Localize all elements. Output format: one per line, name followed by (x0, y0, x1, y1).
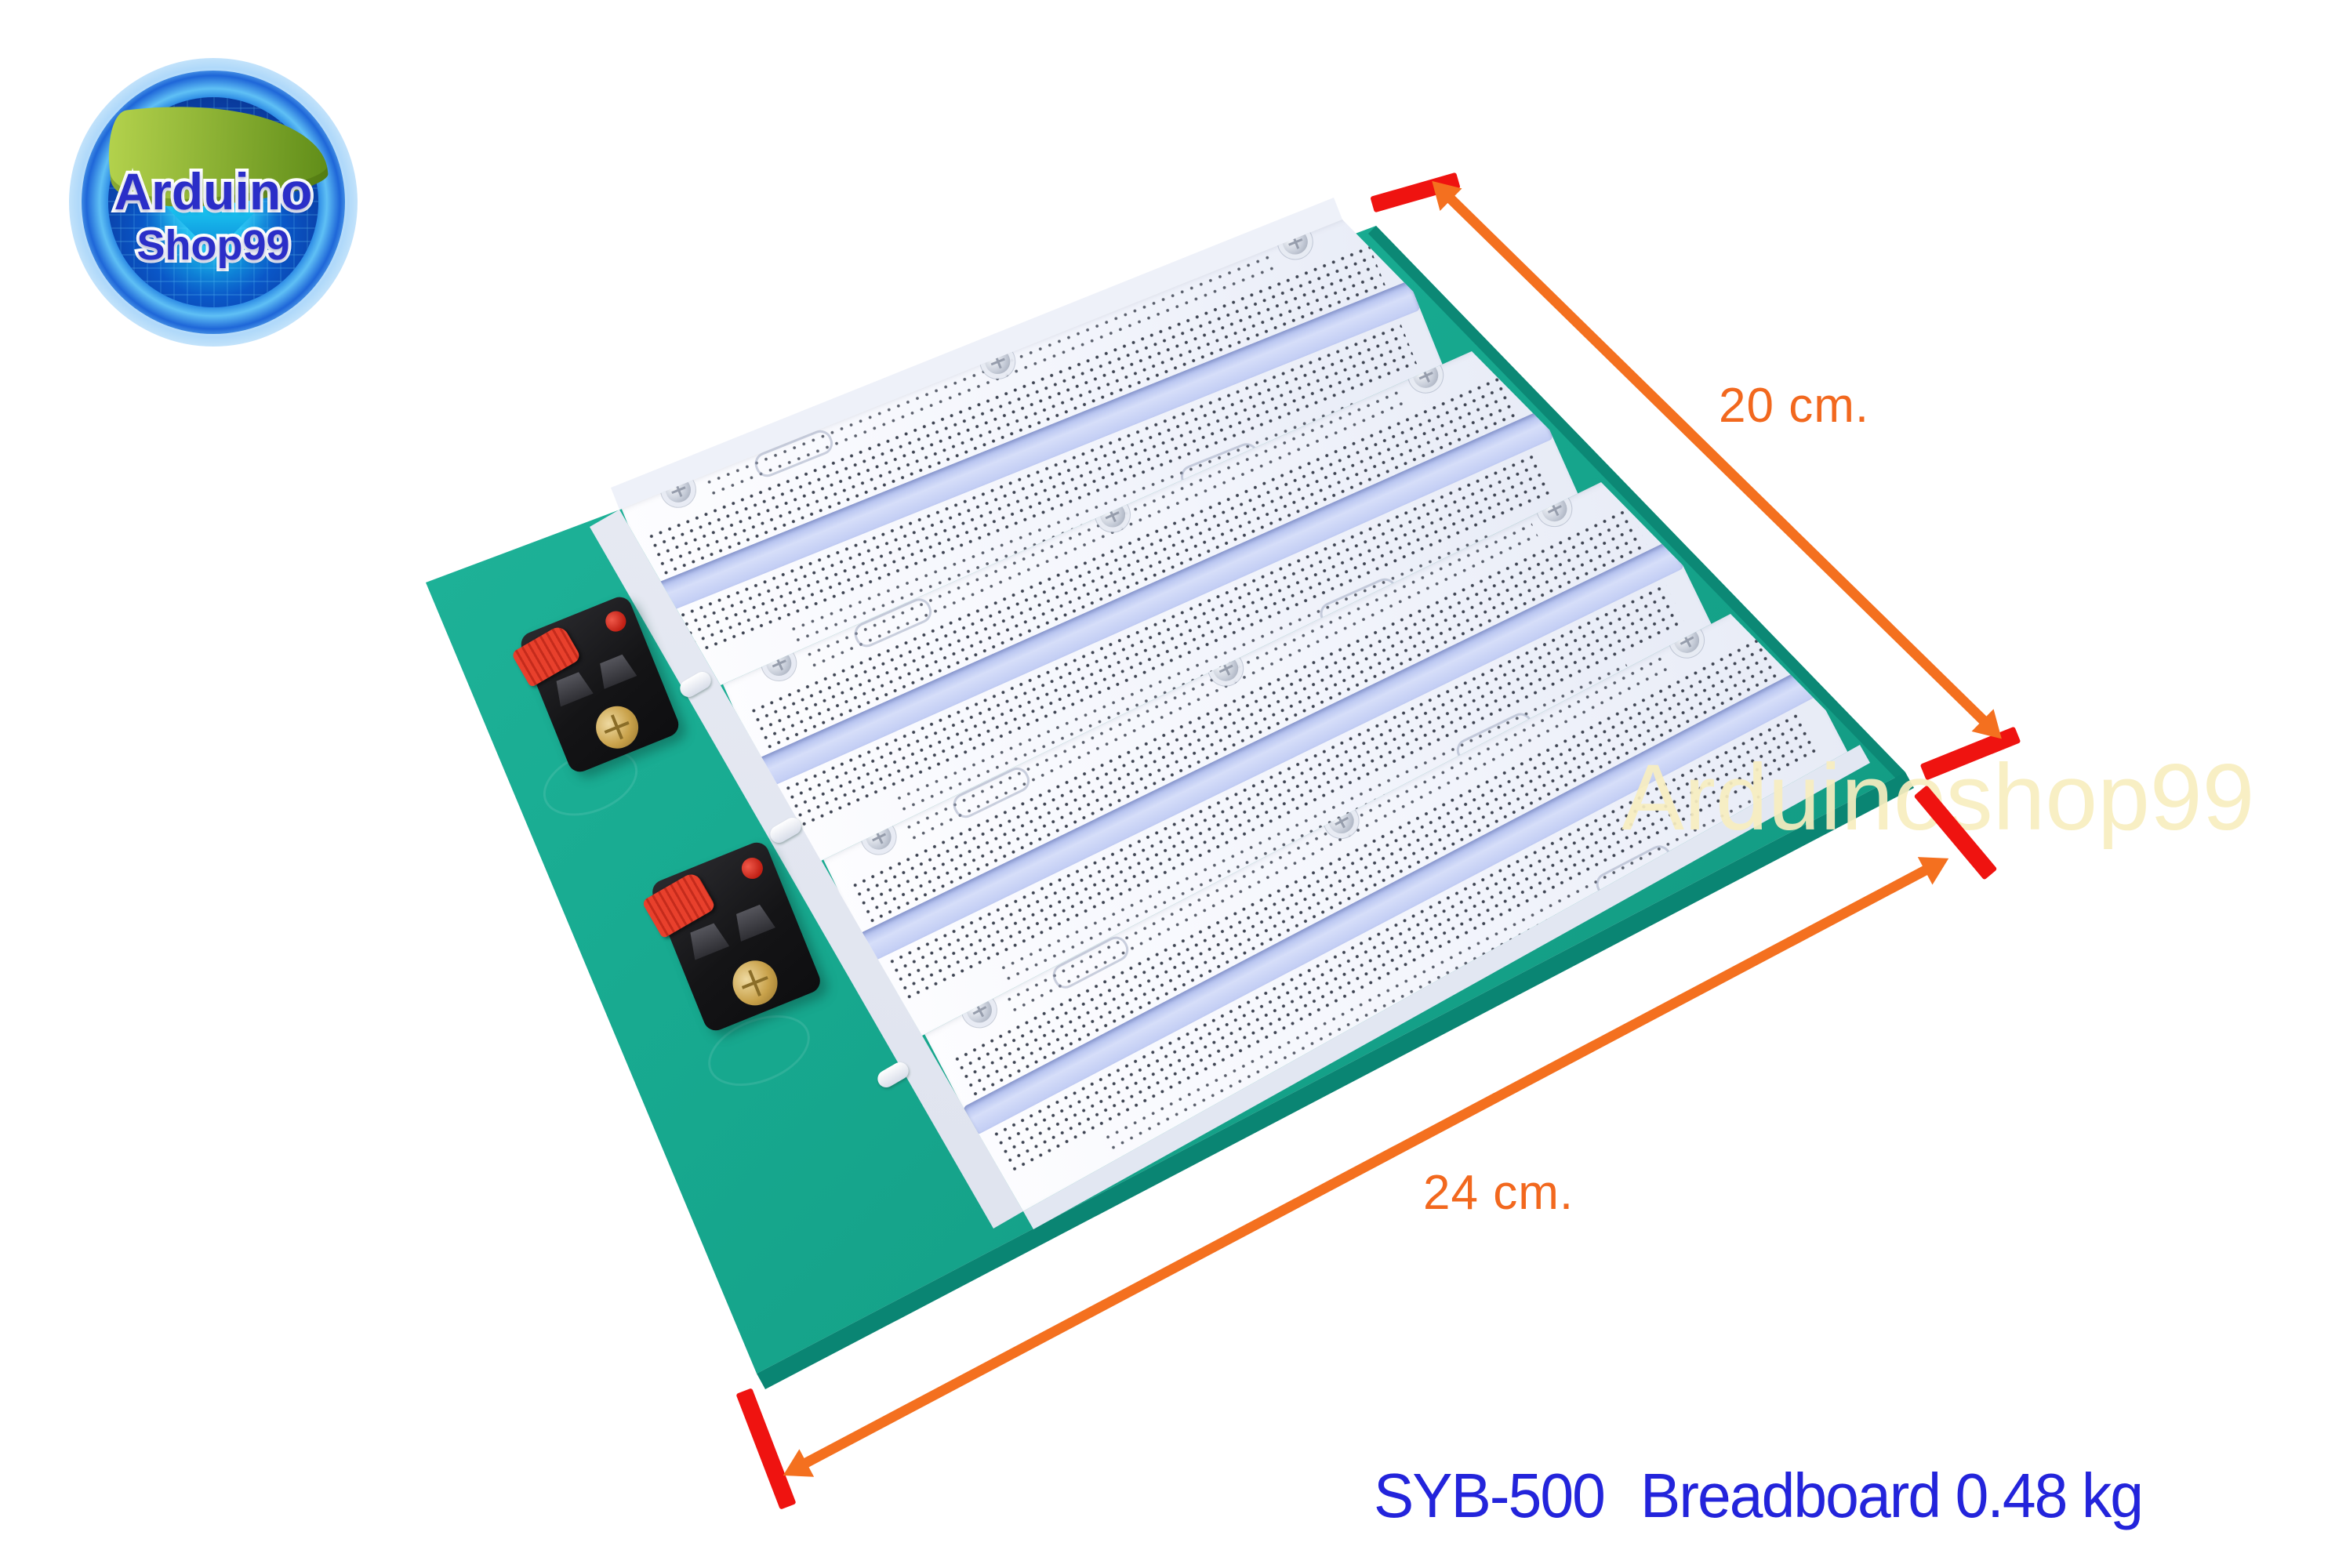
product-description: Breadboard 0.48 kg (1640, 1461, 2144, 1530)
logo-line1: Arduino (111, 159, 316, 223)
product-model: SYB-500 (1374, 1461, 1606, 1530)
dimension-label-24cm: 24 cm. (1423, 1166, 1574, 1220)
logo-line2: Shop99 (133, 219, 292, 272)
dimension-label-20cm: 20 cm. (1719, 379, 1870, 433)
dimension-tick (735, 1388, 797, 1510)
product-caption: SYB-500 Breadboard 0.48 kg (1374, 1460, 2144, 1532)
arduinoshop99-logo: Arduino Shop99 (69, 58, 358, 347)
